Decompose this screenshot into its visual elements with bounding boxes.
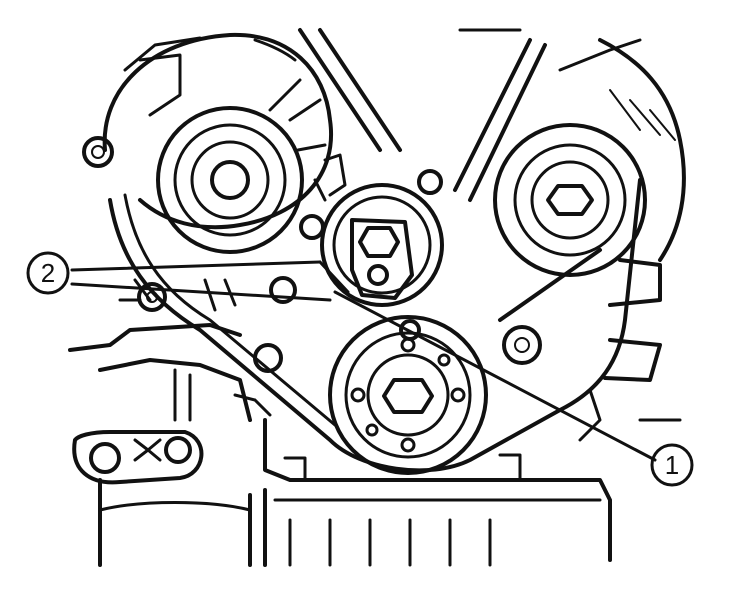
lower-left-cylinder [98,478,252,567]
timing-belt [108,178,642,473]
callout-2: 2 [26,251,70,295]
callout-1: 1 [650,443,694,487]
callout-2-circle [26,251,70,295]
callout-2-label: 2 [41,258,55,288]
lower-left-bracket [72,430,204,485]
upper-right-housing [558,38,686,262]
callout-leaders [70,260,657,462]
upper-left-pulley-housing [102,32,334,254]
callout-1-circle [650,443,694,487]
lower-housing [233,393,612,567]
right-middle-bolt [502,325,542,365]
tensioner-pulley [313,153,444,307]
tensioner-bolts [269,169,443,341]
upper-left-bolt [82,136,114,168]
right-pulley [493,123,647,277]
left-lower-assembly [68,278,283,422]
crankshaft-sprocket [328,315,488,475]
upper-belt-guides [298,28,547,202]
right-frame [578,258,682,442]
callout-1-label: 1 [665,450,679,480]
